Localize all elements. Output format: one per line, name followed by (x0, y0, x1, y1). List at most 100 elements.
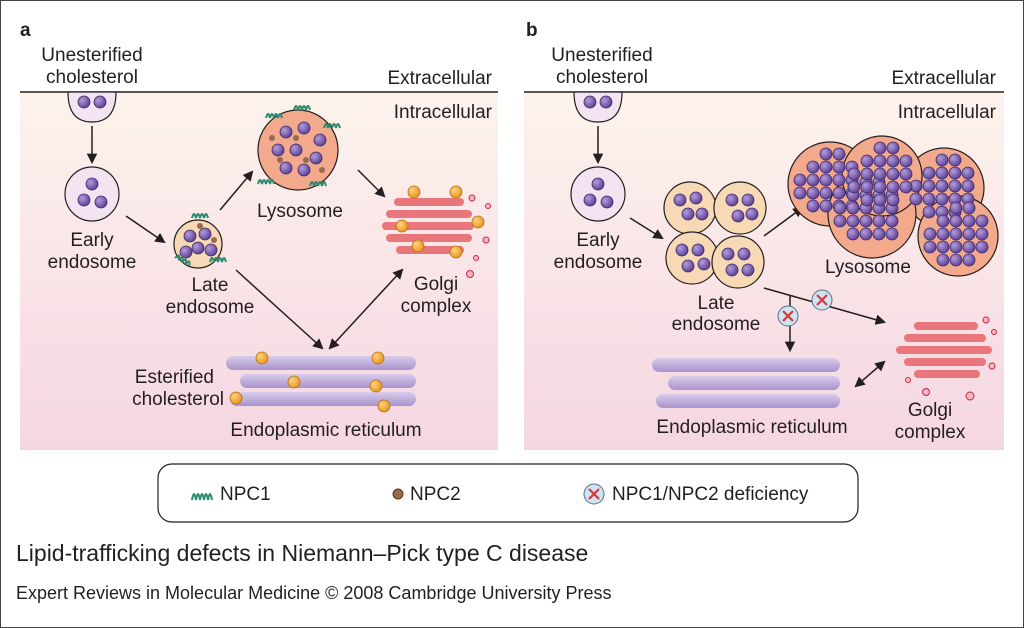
cholesterol-particle (935, 153, 949, 167)
panel-a: a Unesterified cholesterol Extracellular… (20, 20, 498, 450)
cholesterol-particle (962, 227, 976, 241)
cholesterol-particle (832, 173, 846, 187)
cholesterol-particle (936, 214, 950, 228)
panel-a-golgi-l1: Golgi (414, 274, 458, 295)
cholesterol-particle (860, 167, 874, 181)
cholesterol-particle (872, 227, 886, 241)
cholesterol-particle (949, 214, 963, 228)
cholesterol-particle (819, 160, 833, 174)
panel-b-lysosome-label: Lysosome (825, 257, 911, 278)
cholesterol-particle (975, 240, 989, 254)
cholesterol-particle (860, 193, 874, 207)
cholesterol-particle (948, 166, 962, 180)
cholesterol-particle (860, 180, 874, 194)
cholesterol-particle (886, 167, 900, 181)
cholesterol-particle (899, 154, 913, 168)
panel-a-lysosome-label: Lysosome (257, 201, 343, 222)
cholesterol-particle (819, 173, 833, 187)
panel-b-er (652, 358, 840, 408)
cholesterol-particle (935, 192, 949, 206)
cholesterol-particle (873, 193, 887, 207)
cholesterol-particle (949, 201, 963, 215)
cholesterol-particle (899, 167, 913, 181)
panel-a-early-endosome (64, 166, 120, 222)
figure-caption: Lipid-trafficking defects in Niemann–Pic… (16, 540, 589, 566)
panel-a-unesterified-l2: cholesterol (46, 67, 138, 88)
cholesterol-particle (948, 153, 962, 167)
cholesterol-particle (793, 186, 807, 200)
cholesterol-particle (859, 214, 873, 228)
deficiency-icon (582, 482, 606, 506)
cholesterol-particle (935, 179, 949, 193)
panel-b-unesterified-l2: cholesterol (556, 67, 648, 88)
diagram: a Unesterified cholesterol Extracellular… (20, 20, 1004, 523)
cholesterol-particle (923, 227, 937, 241)
cholesterol-particle (859, 227, 873, 241)
cholesterol-particle (873, 167, 887, 181)
cholesterol-particle (832, 147, 846, 161)
panel-a-unesterified-l1: Unesterified (41, 45, 142, 66)
cholesterol-particle (872, 214, 886, 228)
cholesterol-particle (873, 154, 887, 168)
cholesterol-particle (886, 180, 900, 194)
panel-b-block-er-icon (776, 304, 800, 328)
panel-b-block-golgi-icon (810, 288, 834, 312)
cholesterol-particle (962, 240, 976, 254)
panel-a-extracellular: Extracellular (387, 68, 492, 89)
panel-b-unesterified-l1: Unesterified (551, 45, 652, 66)
cholesterol-particle (846, 214, 860, 228)
cholesterol-particle (922, 179, 936, 193)
cholesterol-particle (819, 186, 833, 200)
panel-a-late-l2: endosome (166, 297, 255, 318)
panel-b: b Unesterified cholesterol Extracellular… (524, 20, 1004, 450)
panel-b-golgi-l1: Golgi (908, 400, 952, 421)
cholesterol-particle (935, 166, 949, 180)
cholesterol-particle (975, 227, 989, 241)
panel-a-er-label: Endoplasmic reticulum (230, 420, 421, 441)
panel-a-late-l1: Late (192, 275, 229, 296)
cholesterol-particle (936, 227, 950, 241)
cholesterol-particle (886, 193, 900, 207)
panel-a-er (226, 351, 416, 413)
cholesterol-particle (886, 141, 900, 155)
cholesterol-particle (833, 214, 847, 228)
panel-b-er-label: Endoplasmic reticulum (656, 417, 847, 438)
panel-b-early-endosome (570, 166, 626, 222)
cholesterol-particle (806, 186, 820, 200)
cholesterol-particle (832, 186, 846, 200)
cholesterol-particle (806, 160, 820, 174)
panel-b-early-l2: endosome (554, 252, 643, 273)
cholesterol-particle (962, 253, 976, 267)
npc1-icon (191, 493, 213, 501)
cholesterol-particle (885, 214, 899, 228)
cholesterol-particle (936, 240, 950, 254)
cholesterol-particle (899, 180, 913, 194)
cholesterol-particle (949, 240, 963, 254)
cholesterol-particle (922, 166, 936, 180)
panel-b-late-l1: Late (698, 293, 735, 314)
cholesterol-particle (948, 179, 962, 193)
legend-npc1: NPC1 (220, 484, 271, 505)
panel-a-intracellular: Intracellular (394, 102, 493, 123)
panel-a-letter: a (20, 20, 31, 41)
panel-a-early-l1: Early (70, 230, 114, 251)
legend-deficiency: NPC1/NPC2 deficiency (612, 484, 809, 505)
panel-b-late-endosomes (663, 181, 767, 289)
cholesterol-particle (961, 166, 975, 180)
npc2-icon (392, 488, 404, 500)
cholesterol-particle (922, 205, 936, 219)
panel-b-golgi-l2: complex (895, 422, 966, 443)
cholesterol-particle (936, 253, 950, 267)
cholesterol-particle (847, 167, 861, 181)
cholesterol-particle (873, 141, 887, 155)
cholesterol-particle (975, 214, 989, 228)
cholesterol-particle (885, 227, 899, 241)
cholesterol-particle (806, 173, 820, 187)
cholesterol-particle (962, 214, 976, 228)
cholesterol-particle (860, 154, 874, 168)
panel-a-golgi-l2: complex (401, 296, 472, 317)
legend-npc2: NPC2 (410, 484, 461, 505)
cholesterol-particle (909, 192, 923, 206)
panel-b-late-l2: endosome (672, 314, 761, 335)
cholesterol-particle (873, 180, 887, 194)
